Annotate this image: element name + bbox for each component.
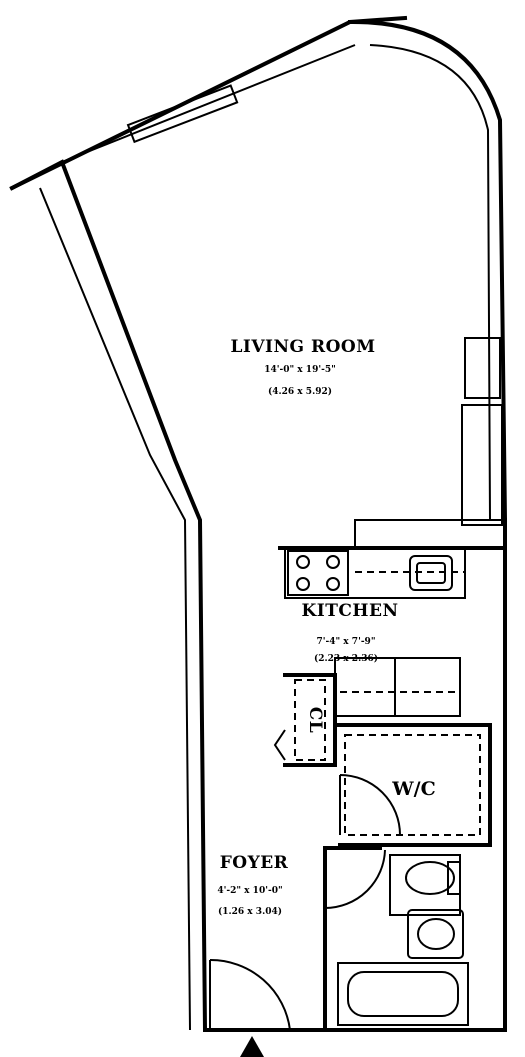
svg-text:KITCHEN: KITCHEN	[302, 601, 399, 621]
svg-text:7'-4" x 7'-9": 7'-4" x 7'-9"	[316, 637, 375, 647]
closet	[273, 673, 337, 767]
entry-door	[209, 958, 291, 1057]
svg-text:(4.26 x 5.92): (4.26 x 5.92)	[268, 386, 332, 397]
sink-icon	[407, 909, 464, 959]
sink-icon	[409, 555, 453, 591]
bathroom	[323, 846, 469, 1032]
kitchen-lower-counter	[334, 657, 461, 717]
svg-text:LIVING ROOM: LIVING ROOM	[230, 337, 375, 357]
closet-label: CL	[305, 707, 325, 733]
svg-text:4'-2" x 10'-0": 4'-2" x 10'-0"	[217, 886, 282, 896]
wc-room	[333, 723, 492, 847]
svg-text:(1.26 x 3.04): (1.26 x 3.04)	[218, 906, 282, 917]
exterior-walls	[9, 15, 508, 1033]
toilet-icon	[405, 861, 461, 895]
svg-text:14'-0" x 19'-5": 14'-0" x 19'-5"	[264, 365, 336, 375]
wc-label: W/C	[391, 778, 435, 800]
bathtub-icon	[337, 962, 469, 1026]
svg-text:FOYER: FOYER	[220, 853, 289, 873]
kitchen-label: KITCHEN 7'-4" x 7'-9" (2.23 x 2.36)	[302, 601, 399, 664]
svg-text:(2.23 x 2.36): (2.23 x 2.36)	[314, 653, 378, 664]
bath-shelf	[389, 854, 461, 916]
kitchen-area	[278, 519, 507, 717]
foyer-label: FOYER 4'-2" x 10'-0" (1.26 x 3.04)	[217, 853, 288, 917]
entry-arrow-icon	[240, 1036, 264, 1057]
living-room-label: LIVING ROOM 14'-0" x 19'-5" (4.26 x 5.92…	[230, 337, 375, 397]
stove-icon	[287, 550, 349, 596]
